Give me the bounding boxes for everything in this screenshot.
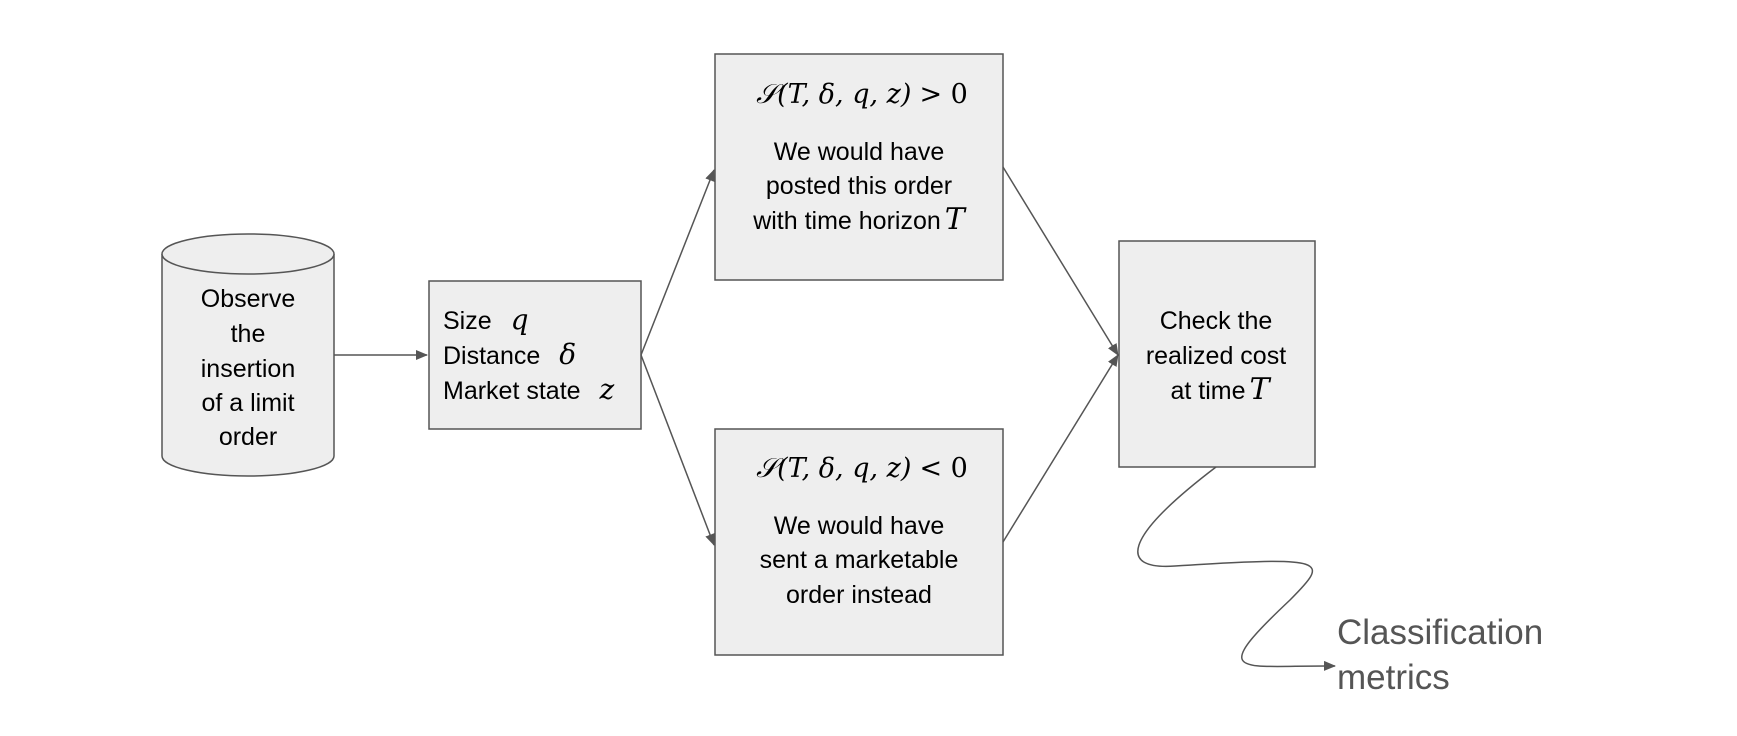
metrics-line-2: metrics (1337, 658, 1450, 697)
metrics-line-1: Classification (1337, 613, 1543, 652)
observe-line-2: the (231, 320, 266, 348)
post-order-line-1: We would have (774, 138, 944, 166)
observe-line-3: insertion (201, 355, 296, 383)
observe-line-1: Observe (201, 285, 295, 313)
marketable-order-line-1: We would have (774, 512, 944, 540)
check-cost-line-1: Check the (1160, 307, 1273, 335)
score-args: (T, δ, q, z) (777, 79, 911, 110)
distance-label: Distance (443, 342, 540, 370)
cylinder-top (161, 233, 335, 275)
observe-line-5: order (219, 423, 277, 451)
check-cost-line-3-text: at time (1170, 377, 1245, 405)
marketable-order-rect (714, 428, 1004, 656)
arrow-check-to-metrics (1137, 466, 1336, 671)
arrow-features-to-post (640, 169, 715, 356)
size-text: Size q (443, 303, 529, 336)
marketable-order-line-3: order instead (786, 581, 932, 609)
features-box: Size q Distance δ Market state z (428, 280, 642, 430)
post-order-rect (714, 53, 1004, 281)
distance-symbol: δ (559, 338, 576, 371)
score-relation-2: < 0 (919, 453, 967, 484)
arrow-marketable-to-check (1002, 354, 1119, 543)
cylinder-body (161, 254, 335, 477)
arrow-features-to-marketable (640, 354, 715, 546)
post-order-box: 𝒮(T, δ, q, z)> 0 We would have posted th… (714, 53, 1004, 281)
market-state-symbol: z (599, 373, 615, 406)
observe-cylinder: Observe the insertion of a limit order (161, 233, 335, 477)
post-order-line-2: posted this order (766, 172, 952, 200)
size-label: Size (443, 307, 492, 335)
check-cost-line-2: realized cost (1146, 342, 1286, 370)
post-order-line-3-text: with time horizon (752, 207, 941, 235)
post-order-horizon-symbol: T (945, 202, 967, 237)
marketable-order-formula: 𝒮(T, δ, q, z)< 0 (756, 453, 968, 484)
score-args-2: (T, δ, q, z) (777, 453, 911, 484)
market-state-label: Market state (443, 377, 581, 405)
observe-line-4: of a limit (201, 389, 294, 417)
size-symbol: q (511, 303, 529, 336)
score-relation: > 0 (919, 79, 967, 110)
check-cost-rect (1118, 240, 1316, 468)
distance-text: Distance δ (443, 338, 576, 371)
marketable-order-line-2: sent a marketable (760, 546, 959, 574)
arrow-post-to-check (1002, 166, 1119, 356)
features-rect (428, 280, 642, 430)
market-state-text: Market state z (443, 373, 615, 406)
marketable-order-box: 𝒮(T, δ, q, z)< 0 We would have sent a ma… (714, 428, 1004, 656)
check-cost-time-symbol: T (1250, 372, 1272, 407)
post-order-formula: 𝒮(T, δ, q, z)> 0 (756, 79, 968, 110)
classification-metrics-label: Classification metrics (1337, 613, 1543, 697)
